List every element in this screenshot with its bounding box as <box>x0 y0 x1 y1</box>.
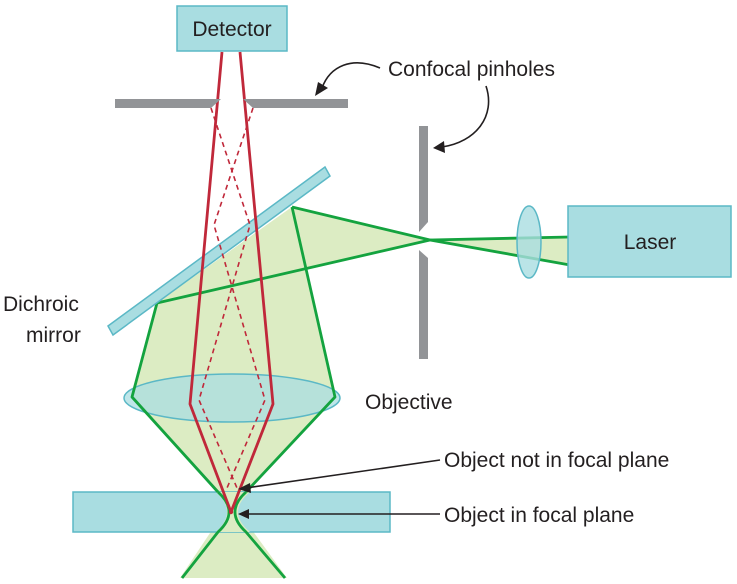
left-sample-curve <box>180 490 231 579</box>
pinhole-arrow-vertical <box>441 85 490 148</box>
right-sample-curve <box>233 490 287 579</box>
not-in-focal-plane-arrowhead <box>238 483 251 493</box>
object-not-in-focal-plane-label: Object not in focal plane <box>444 449 669 472</box>
dashed-ray-left <box>198 107 251 489</box>
dichroic-mirror <box>107 165 331 337</box>
right-objective-ray <box>244 206 337 493</box>
pinhole-arrowhead-vertical <box>433 141 445 153</box>
below-sample-light-fill <box>180 530 287 578</box>
vertical-pinhole-lower <box>419 250 428 359</box>
in-focal-plane-arrowhead <box>238 509 249 519</box>
not-in-focal-plane-leader <box>245 459 441 489</box>
focal-point <box>228 509 234 515</box>
pinhole-arrow-horizontal <box>321 62 381 89</box>
objective-light-cone-fill <box>132 207 335 512</box>
emission-ray-left <box>188 51 233 513</box>
red-out-of-focus-rays <box>198 107 266 489</box>
dichroic-mirror-label-line2: mirror <box>26 324 81 347</box>
dichroic-mirror-label-line1: Dichroic <box>3 293 79 316</box>
detector-label: Detector <box>192 18 271 41</box>
detector-box <box>176 5 288 52</box>
objective-label: Objective <box>365 391 453 414</box>
confocal-pinholes-label: Confocal pinholes <box>388 58 555 81</box>
laser-lens <box>516 205 542 279</box>
vertical-pinhole-upper <box>419 126 428 232</box>
laser-box <box>567 205 732 278</box>
red-emission-rays <box>188 51 275 513</box>
emission-ray-right <box>229 51 275 513</box>
object-in-focal-plane-label: Object in focal plane <box>444 504 634 527</box>
pinhole-arrowhead-horizontal <box>315 82 328 96</box>
left-objective-ray <box>130 302 220 493</box>
dashed-ray-right <box>213 107 266 489</box>
objective-lens <box>123 373 341 423</box>
horizontal-pinhole-left <box>115 99 221 108</box>
laser-label: Laser <box>624 231 677 254</box>
horizontal-pinhole-right <box>243 99 348 108</box>
